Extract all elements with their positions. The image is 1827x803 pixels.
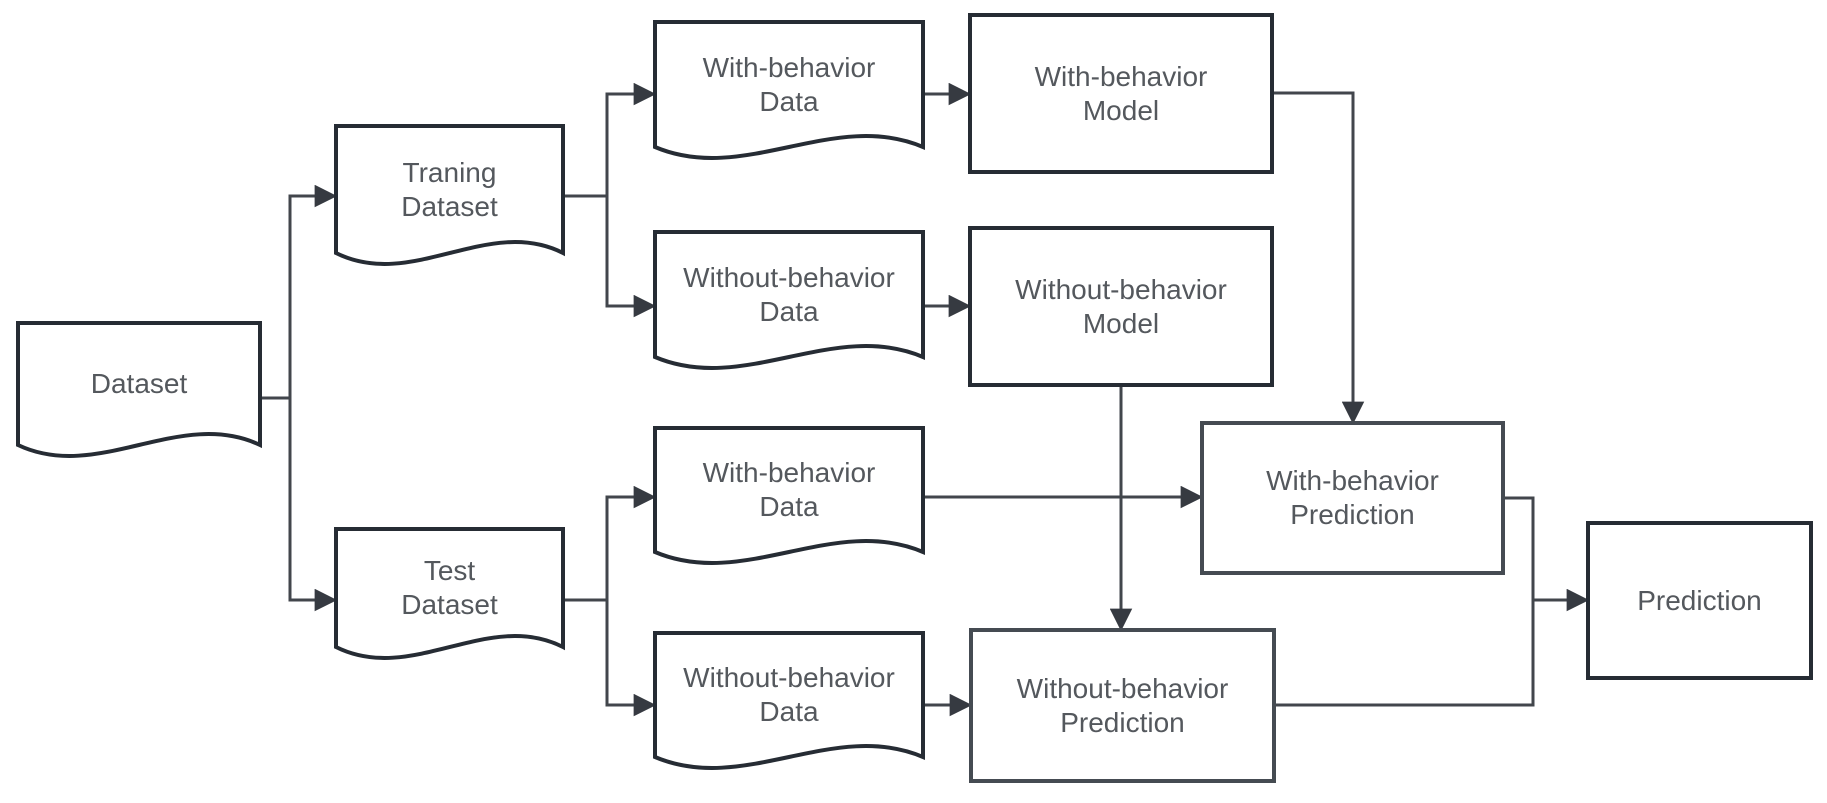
node-test-dataset-shape <box>334 527 565 660</box>
node-test-with-behavior-data-shape <box>653 426 925 565</box>
node-prediction-shape <box>1586 521 1813 680</box>
edge-with-model-to-with-prediction <box>1272 91 1365 425</box>
node-dataset-shape <box>16 321 262 458</box>
edge-dataset-to-test-dataset <box>288 398 338 612</box>
edge-without-prediction-to-merge <box>1274 600 1535 707</box>
node-train-without-behavior-data-shape <box>653 230 925 370</box>
node-with-behavior-model-shape <box>968 13 1274 174</box>
edge-training-to-with-behavior-data <box>563 82 657 198</box>
edge-dataset-to-training-dataset <box>260 184 338 400</box>
edge-training-to-without-behavior-data <box>605 196 657 318</box>
node-without-behavior-prediction-shape <box>969 628 1276 783</box>
node-train-with-behavior-data-shape <box>653 20 925 160</box>
edge-test-to-without-behavior-data <box>605 600 657 717</box>
edge-test-to-with-behavior-data <box>563 485 657 602</box>
edge-with-prediction-to-prediction <box>1503 496 1590 612</box>
node-training-dataset-shape <box>334 124 565 266</box>
node-without-behavior-model-shape <box>968 226 1274 387</box>
node-test-without-behavior-data-shape <box>653 631 925 770</box>
node-with-behavior-prediction-shape <box>1200 421 1505 575</box>
